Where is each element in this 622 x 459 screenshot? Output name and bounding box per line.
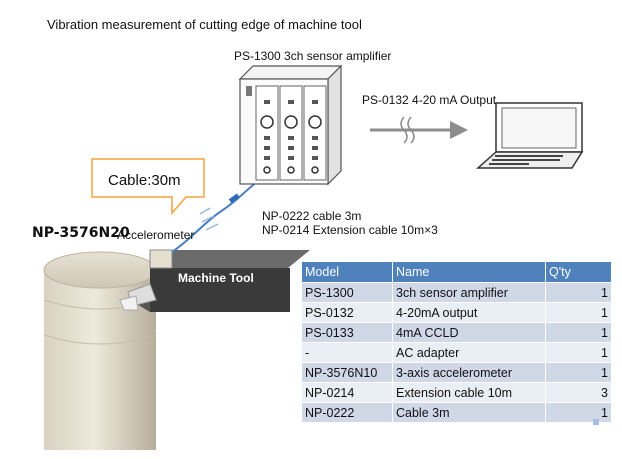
cell-qty: 1 [545,282,612,303]
cell-model: NP-0214 [302,382,393,403]
cell-model: PS-0133 [302,322,393,343]
table-header-row: Model Name Q'ty [302,262,612,283]
amplifier-label: PS-1300 3ch sensor amplifier [234,49,392,63]
cell-name: 4-20mA output [392,302,546,323]
cell-name: Cable 3m [392,402,546,422]
table-row: NP-0214 Extension cable 10m 3 [302,382,612,403]
cable-label: NP-0222 cable 3m [262,209,362,223]
cell-name: 3ch sensor amplifier [392,282,546,303]
arrow-icon [370,116,468,144]
table-row: PS-0132 4-20mA output 1 [302,302,612,323]
machine-tool-icon [130,250,310,312]
laptop-icon [476,102,584,169]
cable-length-callout [91,158,205,215]
cell-qty: 1 [545,402,612,422]
parts-table: Model Name Q'ty PS-1300 3ch sensor ampli… [302,262,612,422]
cell-name: AC adapter [392,342,546,363]
workpiece-cylinder [43,251,157,450]
amplifier-icon [238,64,343,186]
table-row: NP-3576N10 3-axis accelerometer 1 [302,362,612,383]
cell-qty: 1 [545,322,612,343]
output-label: PS-0132 4-20 mA Output [362,93,497,107]
cell-qty: 1 [545,342,612,363]
cell-qty: 3 [545,382,612,403]
table-row: PS-0133 4mA CCLD 1 [302,322,612,343]
column-header-qty: Q'ty [545,262,612,283]
cell-model: PS-1300 [302,282,393,303]
column-header-name: Name [392,262,546,283]
cell-name: Extension cable 10m [392,382,546,403]
table-row: NP-0222 Cable 3m 1 [302,402,612,422]
cell-name: 3-axis accelerometer [392,362,546,383]
accelerometer-icon [149,249,173,269]
cell-model: NP-0222 [302,402,393,422]
cell-name: 4mA CCLD [392,322,546,343]
cell-model: - [302,342,393,363]
callout-text: Cable:30m [108,172,181,189]
page-title: Vibration measurement of cutting edge of… [47,17,362,32]
cell-model: PS-0132 [302,302,393,323]
table-resize-handle[interactable] [593,419,599,425]
extension-cable-label: NP-0214 Extension cable 10m×3 [262,223,438,237]
machine-tool-label: Machine Tool [178,271,254,285]
sensor-model-label: NP-3576N20 [32,225,130,241]
cutting-tool-icon [119,283,157,311]
column-header-model: Model [302,262,393,283]
cell-model: NP-3576N10 [302,362,393,383]
cell-qty: 1 [545,362,612,383]
cell-qty: 1 [545,302,612,323]
table-row: - AC adapter 1 [302,342,612,363]
table-row: PS-1300 3ch sensor amplifier 1 [302,282,612,303]
sensor-type-label: Accelerometer [117,228,195,242]
